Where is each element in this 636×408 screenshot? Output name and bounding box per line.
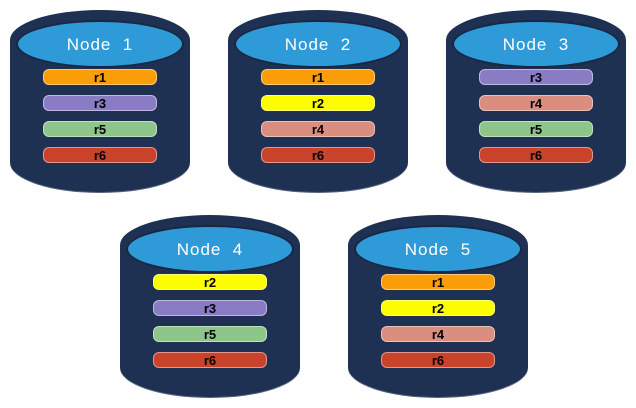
replica-list: r1 r3 r5 r6 xyxy=(43,69,157,163)
replica-bar-r2: r2 xyxy=(153,274,267,290)
node-title: Node 3 xyxy=(502,34,570,54)
replica-bar-r3: r3 xyxy=(153,300,267,316)
database-node-2: Node 2 r1 r2 r4 r6 xyxy=(228,8,408,193)
replica-bar-r6: r6 xyxy=(153,352,267,368)
cylinder-top-ellipse: Node 1 xyxy=(16,20,184,68)
node-title: Node 1 xyxy=(66,34,134,54)
replica-list: r1 r2 r4 r6 xyxy=(381,274,495,368)
replica-bar-r1: r1 xyxy=(43,69,157,85)
replica-bar-r4: r4 xyxy=(261,121,375,137)
replica-bar-r3: r3 xyxy=(479,69,593,85)
replica-bar-r6: r6 xyxy=(479,147,593,163)
replica-bar-r4: r4 xyxy=(381,326,495,342)
database-node-5: Node 5 r1 r2 r4 r6 xyxy=(348,213,528,398)
replica-bar-r1: r1 xyxy=(381,274,495,290)
replica-bar-r4: r4 xyxy=(479,95,593,111)
node-title: Node 2 xyxy=(284,34,352,54)
database-node-4: Node 4 r2 r3 r5 r6 xyxy=(120,213,300,398)
replica-bar-r6: r6 xyxy=(43,147,157,163)
replica-bar-r5: r5 xyxy=(43,121,157,137)
replica-bar-r2: r2 xyxy=(381,300,495,316)
node-title: Node 5 xyxy=(404,239,472,259)
replica-bar-r5: r5 xyxy=(153,326,267,342)
replica-bar-r1: r1 xyxy=(261,69,375,85)
node-title: Node 4 xyxy=(176,239,244,259)
replica-list: r3 r4 r5 r6 xyxy=(479,69,593,163)
cylinder-top-ellipse: Node 2 xyxy=(234,20,402,68)
replica-bar-r6: r6 xyxy=(261,147,375,163)
database-node-3: Node 3 r3 r4 r5 r6 xyxy=(446,8,626,193)
cylinder-top-ellipse: Node 4 xyxy=(126,225,294,273)
replica-bar-r5: r5 xyxy=(479,121,593,137)
replica-bar-r2: r2 xyxy=(261,95,375,111)
cylinder-top-ellipse: Node 5 xyxy=(354,225,522,273)
cylinder-top-ellipse: Node 3 xyxy=(452,20,620,68)
replica-list: r2 r3 r5 r6 xyxy=(153,274,267,368)
replica-bar-r6: r6 xyxy=(381,352,495,368)
database-node-1: Node 1 r1 r3 r5 r6 xyxy=(10,8,190,193)
replica-bar-r3: r3 xyxy=(43,95,157,111)
replica-list: r1 r2 r4 r6 xyxy=(261,69,375,163)
